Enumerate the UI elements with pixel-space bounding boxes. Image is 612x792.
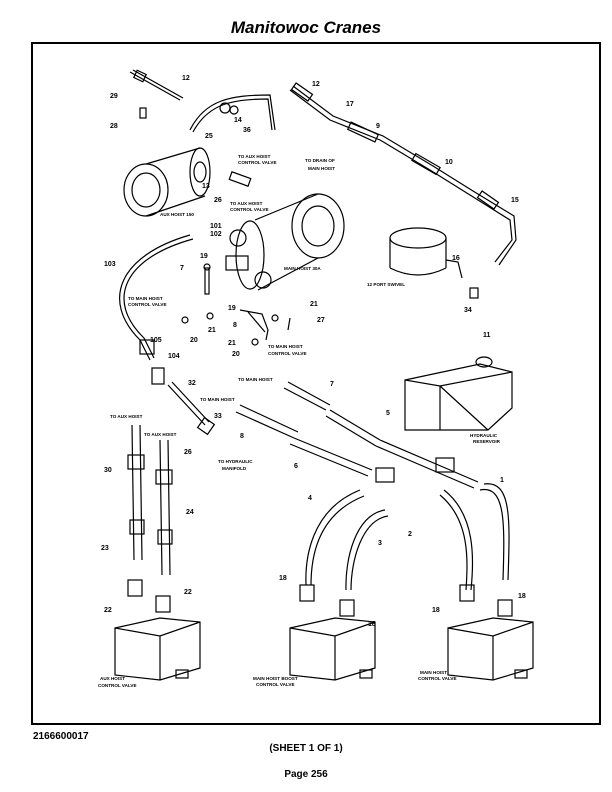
callout-number: 34 bbox=[464, 307, 472, 314]
callout-number: 5 bbox=[386, 410, 390, 417]
caption-line: RESERVOIR bbox=[473, 439, 501, 444]
callout-number: 8 bbox=[240, 433, 244, 440]
caption-line: TO MAIN HOIST bbox=[128, 296, 163, 301]
caption-line: CONTROL VALVE bbox=[418, 676, 457, 681]
callout-number: 20 bbox=[190, 337, 198, 344]
callout-number: 23 bbox=[101, 545, 109, 552]
callout-number: 21 bbox=[208, 327, 216, 334]
callout-number: 26 bbox=[184, 449, 192, 456]
callout-number: 22 bbox=[184, 589, 192, 596]
callout-number: 105 bbox=[150, 337, 162, 344]
callout-number: 30 bbox=[104, 467, 112, 474]
callout-number: 18 bbox=[518, 593, 526, 600]
callout-number: 8 bbox=[233, 322, 237, 329]
caption-line: TO AUX HOIST bbox=[230, 201, 263, 206]
caption-line: TO AUX HOIST bbox=[110, 414, 143, 419]
callout-number: 21 bbox=[228, 340, 236, 347]
callout-number: 33 bbox=[214, 413, 222, 420]
callout-number: 7 bbox=[180, 265, 184, 272]
caption-line: TO DRAIN OF bbox=[305, 158, 335, 163]
callout-number: 18 bbox=[279, 575, 287, 582]
caption-line: TO AUX HOIST bbox=[144, 432, 177, 437]
caption-line: TO MAIN HOIST bbox=[200, 397, 235, 402]
callout-number: 28 bbox=[110, 123, 118, 130]
callout-number: 6 bbox=[294, 463, 298, 470]
callout-number: 103 bbox=[104, 261, 116, 268]
document-number: 2166600017 bbox=[33, 731, 89, 742]
callout-number: 11 bbox=[483, 332, 491, 339]
caption-line: CONTROL VALVE bbox=[268, 351, 307, 356]
callout-number: 19 bbox=[200, 253, 208, 260]
callout-number: 17 bbox=[346, 101, 354, 108]
callout-number: 19 bbox=[228, 305, 236, 312]
callout-number: 36 bbox=[243, 127, 251, 134]
callout-number: 12 bbox=[182, 75, 190, 82]
callout-number: 21 bbox=[310, 301, 318, 308]
callout-number: 9 bbox=[376, 123, 380, 130]
caption-line: AUX HOIST 150 bbox=[160, 212, 194, 217]
caption-line: TO MAIN HOIST bbox=[268, 344, 303, 349]
caption-line: HYDRAULIC bbox=[470, 433, 498, 438]
sheet-label: (SHEET 1 OF 1) bbox=[269, 743, 343, 754]
caption-line: MAIN HOIST 30A bbox=[284, 266, 321, 271]
callout-number: 2 bbox=[408, 531, 412, 538]
callout-number: 22 bbox=[104, 607, 112, 614]
callout-number: 10 bbox=[445, 159, 453, 166]
callout-number: 15 bbox=[511, 197, 519, 204]
callout-number: 25 bbox=[205, 133, 213, 140]
callout-number: 16 bbox=[452, 255, 460, 262]
callout-number: 20 bbox=[232, 351, 240, 358]
callout-number: 13 bbox=[202, 183, 210, 190]
caption-line: 12 PORT SWIVEL bbox=[367, 282, 405, 287]
callout-number: 32 bbox=[188, 380, 196, 387]
callout-number: 29 bbox=[110, 93, 118, 100]
caption-line: CONTROL VALVE bbox=[256, 682, 295, 687]
caption-line: MAIN HOIST BOOST bbox=[253, 676, 298, 681]
callout-number: 104 bbox=[168, 353, 180, 360]
caption-line: MANIFOLD bbox=[222, 466, 247, 471]
caption-line: TO AUX HOIST bbox=[238, 154, 271, 159]
callout-number: 26 bbox=[214, 197, 222, 204]
drawing-frame bbox=[31, 42, 601, 725]
callout-number: 18 bbox=[432, 607, 440, 614]
caption-line: MAIN HOIST bbox=[308, 166, 335, 171]
callout-number: 7 bbox=[330, 381, 334, 388]
callout-number: 3 bbox=[378, 540, 382, 547]
callout-number: 101 bbox=[210, 223, 222, 230]
callout-number: 4 bbox=[308, 495, 312, 502]
page-title: Manitowoc Cranes bbox=[230, 18, 382, 37]
callout-number: 1 bbox=[500, 477, 504, 484]
caption-line: AUX HOIST bbox=[100, 676, 125, 681]
caption-line: CONTROL VALVE bbox=[238, 160, 277, 165]
callout-number: 27 bbox=[317, 317, 325, 324]
callout-number: 12 bbox=[312, 81, 320, 88]
caption-line: CONTROL VALVE bbox=[128, 302, 167, 307]
caption-line: CONTROL VALVE bbox=[230, 207, 269, 212]
callout-number: 102 bbox=[210, 231, 222, 238]
callout-number: 18 bbox=[368, 621, 376, 628]
caption-line: MAIN HOIST bbox=[420, 670, 447, 675]
caption-line: TO HYDRAULIC bbox=[218, 459, 253, 464]
caption-line: CONTROL VALVE bbox=[98, 683, 137, 688]
callout-number: 24 bbox=[186, 509, 194, 516]
page-number: Page 256 bbox=[284, 769, 328, 780]
caption-line: TO MAIN HOIST bbox=[238, 377, 273, 382]
callout-number: 14 bbox=[234, 117, 242, 124]
